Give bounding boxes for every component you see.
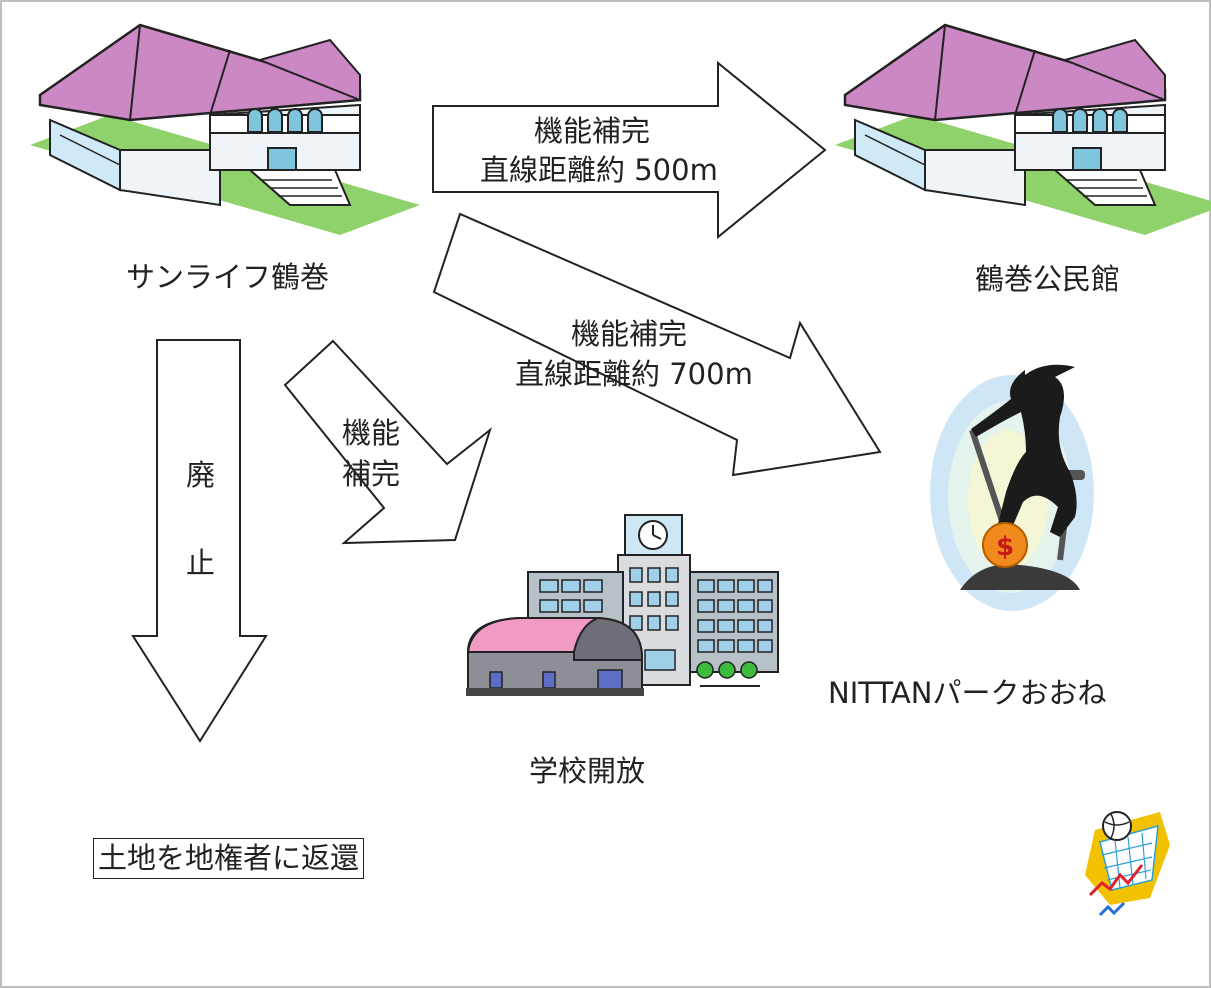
label-land-return: 土地を地権者に返還 (93, 838, 365, 879)
community-center-building-icon (835, 23, 1211, 235)
sunlife-building-icon (30, 23, 420, 235)
label-park: NITTANパークおおね (828, 676, 1107, 710)
fitness-bike-icon: $ (930, 364, 1094, 611)
label-sunlife: サンライフ鶴巻 (126, 260, 330, 294)
arrow-community-center-line1: 機能補完 (534, 114, 651, 148)
abolish-char-2: 止 (186, 546, 216, 580)
arrow-abolish (131, 339, 268, 743)
arrow-park-line1: 機能補完 (571, 317, 688, 351)
label-school: 学校開放 (529, 754, 646, 788)
abolish-char-1: 廃 (186, 458, 216, 492)
arrow-park-line2: 直線距離約 700m (515, 357, 753, 391)
sports-net-ball-icon (1085, 811, 1170, 917)
svg-text:$: $ (996, 532, 1014, 562)
arrow-to-community-center (432, 60, 827, 240)
arrow-school-line1: 機能 (342, 416, 401, 450)
arrow-school-line2: 補完 (342, 457, 401, 491)
school-building-icon (466, 514, 779, 696)
arrow-to-park (432, 212, 882, 477)
label-community-center: 鶴巻公民館 (975, 262, 1121, 296)
arrow-to-school (283, 339, 492, 545)
arrow-community-center-line2: 直線距離約 500m (480, 153, 718, 187)
